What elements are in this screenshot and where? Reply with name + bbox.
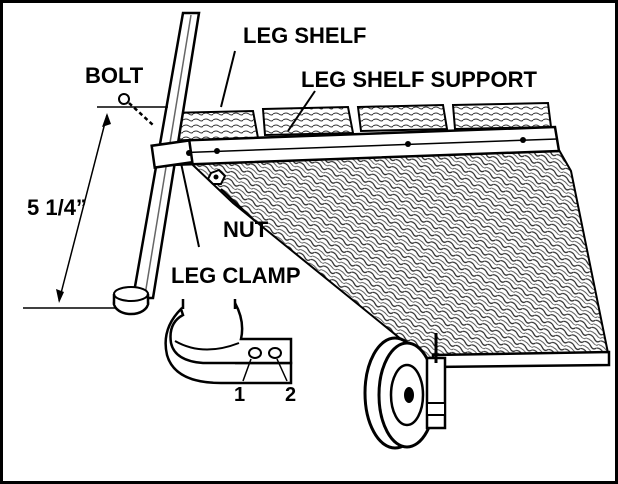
label-leg-shelf: LEG SHELF <box>243 23 367 48</box>
dimension-marker <box>23 106 168 309</box>
label-hole-1: 1 <box>234 384 246 406</box>
bolt-icon <box>118 93 154 126</box>
wheel-icon <box>363 333 447 450</box>
nut-icon <box>206 168 227 185</box>
label-nut: NUT <box>223 217 269 242</box>
label-leg-shelf-support: LEG SHELF SUPPORT <box>301 67 537 92</box>
label-dimension: 5 1/4” <box>27 195 87 220</box>
leg-clamp-installed <box>150 139 194 169</box>
label-bolt: BOLT <box>85 63 144 88</box>
bottom-rail <box>431 350 611 369</box>
label-leg-clamp: LEG CLAMP <box>171 263 301 288</box>
label-hole-2: 2 <box>285 384 297 406</box>
leg-clamp-part <box>164 299 293 385</box>
grill-leg-illustration <box>23 11 611 450</box>
